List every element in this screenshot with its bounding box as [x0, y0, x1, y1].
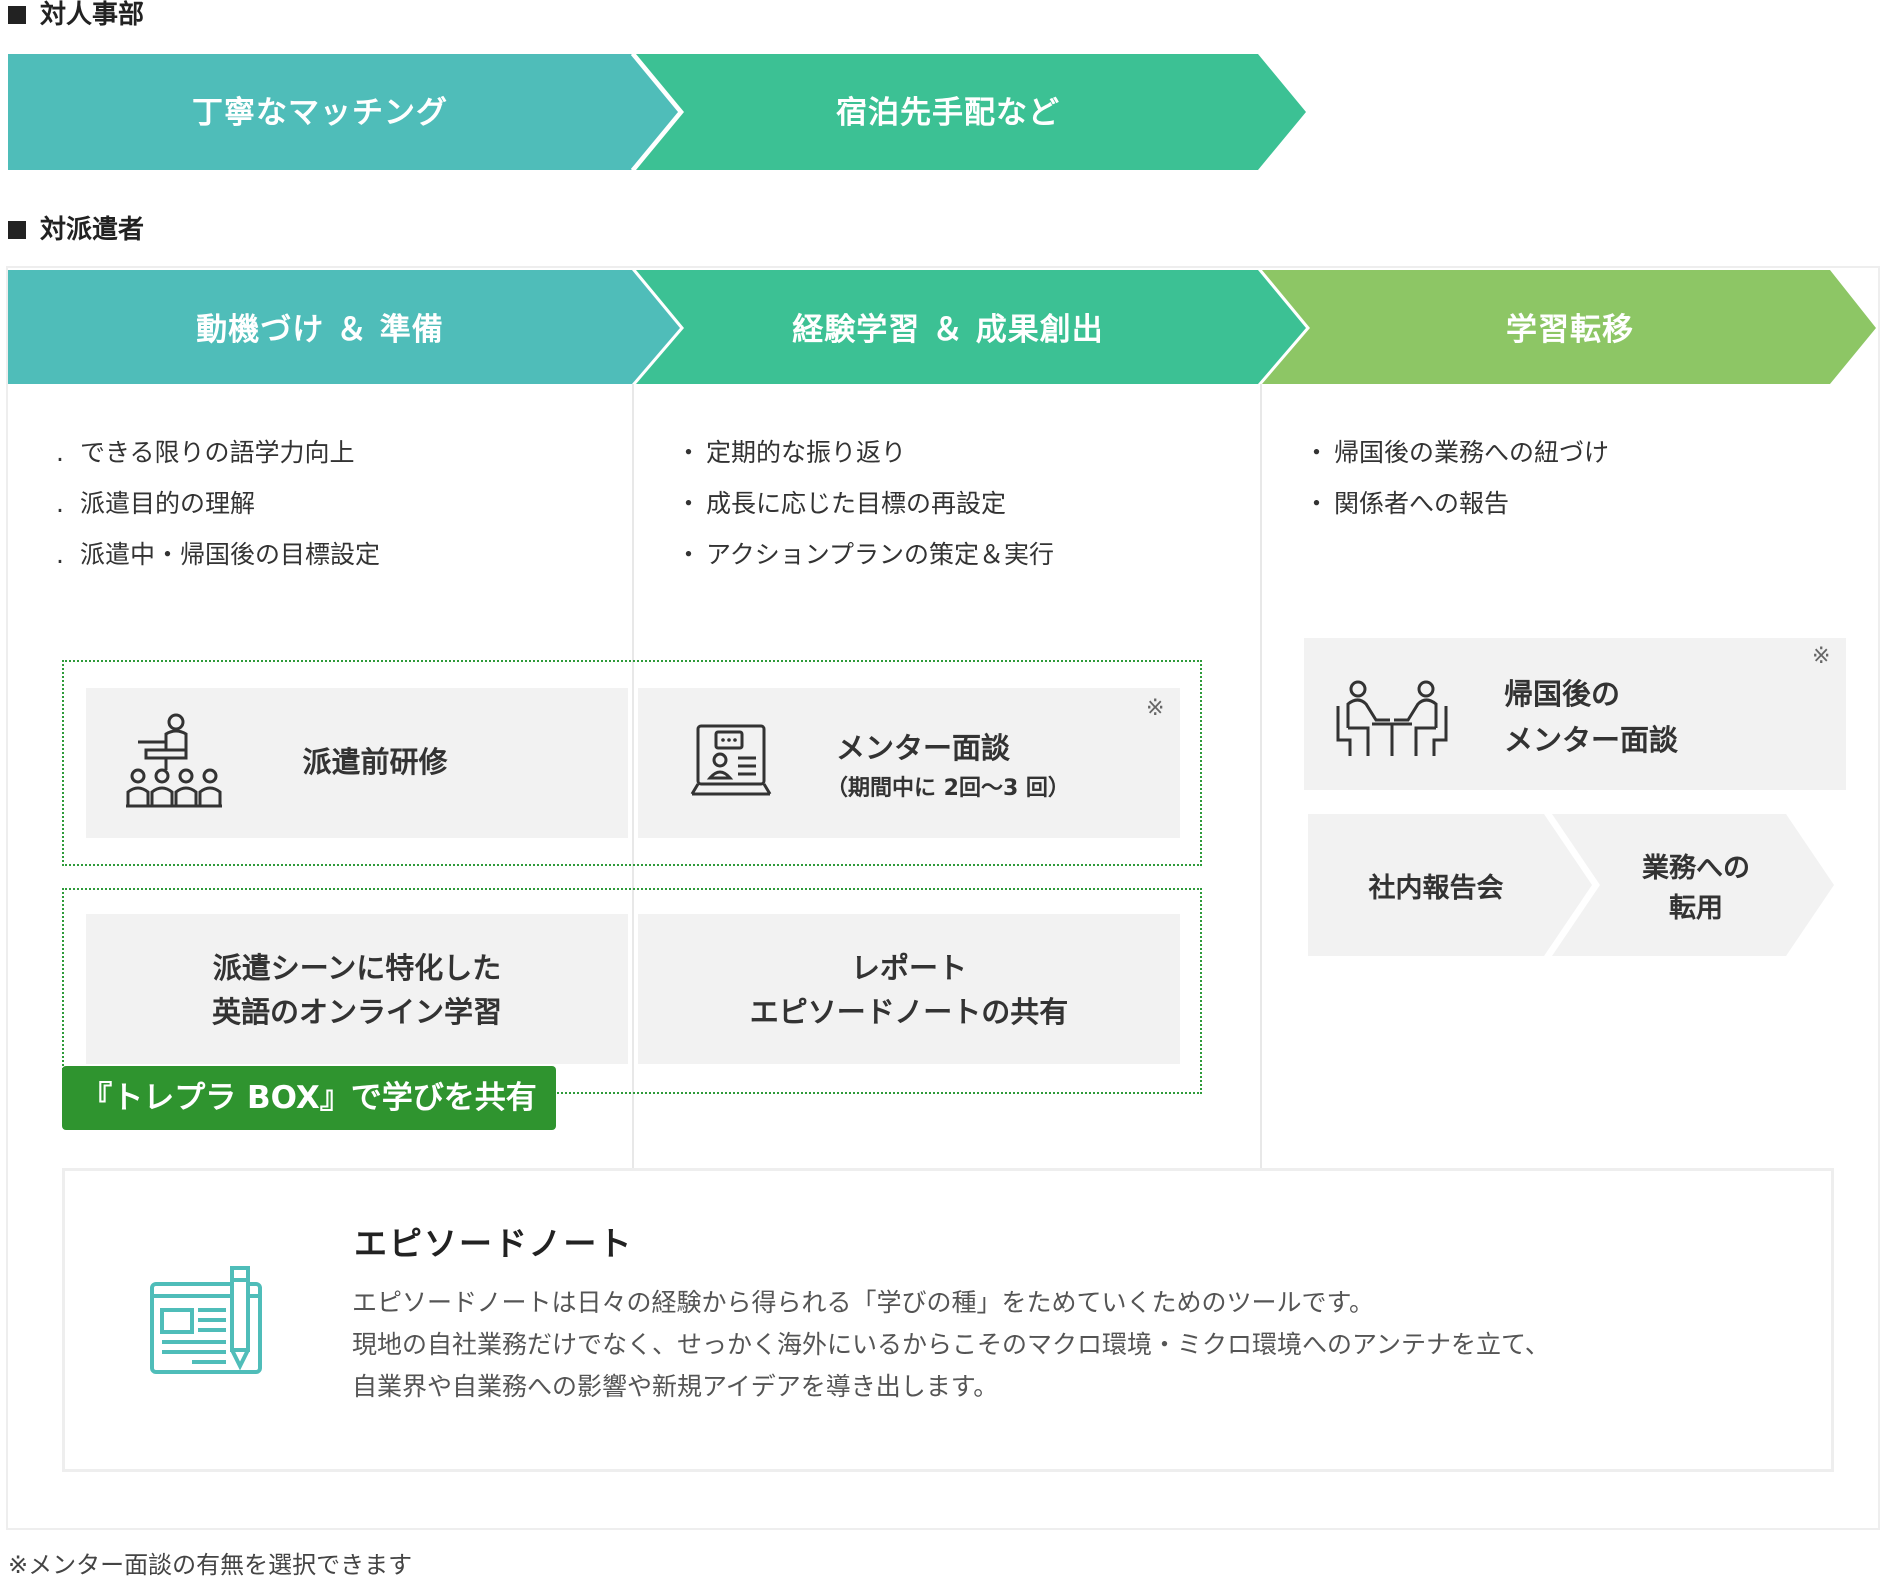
mentor-title: メンター面談	[836, 731, 1011, 765]
pre-training-title: 派遣前研修	[302, 745, 448, 779]
episode-note-box	[62, 1168, 1834, 1472]
notebook-pen-icon	[150, 1266, 262, 1374]
mentor-optional-mark: ※	[1146, 696, 1165, 721]
dotted-group-2	[62, 888, 1202, 1094]
dispatch-arrow-1	[8, 270, 680, 384]
trepla-box-label: 『トレプラ BOX』で学びを共有	[62, 1066, 556, 1130]
apply-arrow	[1552, 814, 1834, 956]
col1-bullet-1: .できる限りの語学力向上	[56, 438, 355, 467]
dispatch-arrow-1-label: 動機づけ ＆ 準備	[196, 312, 444, 348]
col3-bullet-2: ・関係者への報告	[1304, 489, 1510, 518]
staff-section-label: 対人事部	[8, 0, 144, 30]
dotted-group-1	[62, 660, 1202, 866]
dispatch-flow-arrows	[8, 270, 1876, 384]
lecture-icon	[126, 713, 222, 808]
column-divider-2	[1260, 384, 1262, 1168]
post-mentor-line1: 帰国後の	[1504, 677, 1621, 711]
staff-flow-arrows	[8, 53, 1306, 171]
face-to-face-icon	[1336, 680, 1448, 756]
episode-desc-line-3: 自業界や自業務への影響や新規アイデアを導き出します。	[352, 1372, 999, 1401]
mentor-sub: （期間中に 2回～3 回）	[826, 776, 1070, 801]
staff-arrow-2-label: 宿泊先手配など	[836, 95, 1060, 131]
col2-bullet-1: ・定期的な振り返り	[676, 438, 907, 467]
staff-section-text: 対人事部	[40, 0, 145, 30]
dispatch-section-label: 対派遣者	[8, 215, 144, 245]
column-divider-1	[632, 384, 634, 1168]
dispatch-section-text: 対派遣者	[40, 215, 145, 245]
dispatch-arrow-3-label: 学習転移	[1506, 312, 1634, 348]
internal-report-arrow	[1308, 814, 1592, 956]
col2-bullet-2: ・成長に応じた目標の再設定	[676, 489, 1007, 518]
episode-desc-line-2: 現地の自社業務だけでなく、せっかく海外にいるからこそのマクロ環境・ミクロ環境への…	[352, 1330, 1550, 1359]
internal-report-label: 社内報告会	[1368, 873, 1504, 904]
dispatch-arrow-3	[1262, 270, 1876, 384]
online-learning-line1: 派遣シーンに特化した	[212, 951, 502, 985]
post-mentor-box	[1304, 638, 1846, 790]
col3-bullet-1: ・帰国後の業務への紐づけ	[1304, 438, 1610, 467]
staff-arrow-1-label: 丁寧なマッチング	[192, 95, 448, 131]
post-mentor-optional-mark: ※	[1812, 644, 1831, 669]
report-line1: レポート	[850, 951, 967, 985]
square-bullet-icon	[8, 6, 26, 24]
online-learning-line2: 英語のオンライン学習	[211, 995, 502, 1029]
pre-training-box	[86, 688, 628, 838]
col1-bullet-3: .派遣中・帰国後の目標設定	[56, 540, 381, 569]
square-bullet-icon	[8, 221, 26, 239]
footnote: ※メンター面談の有無を選択できます	[8, 1551, 413, 1579]
staff-arrow-2	[636, 54, 1306, 170]
dispatch-frame	[6, 266, 1880, 1530]
online-meeting-icon	[690, 724, 772, 796]
report-box	[638, 914, 1180, 1064]
dispatch-arrow-2-label: 経験学習 ＆ 成果創出	[792, 312, 1104, 348]
mentor-box	[638, 688, 1180, 838]
staff-arrow-1	[8, 54, 680, 170]
col2-bullet-3: ・アクションプランの策定＆実行	[676, 540, 1055, 569]
apply-line2: 転用	[1669, 893, 1723, 924]
report-flow-arrows	[1308, 814, 1834, 956]
col1-bullet-2: .派遣目的の理解	[56, 489, 256, 518]
episode-title: エピソードノート	[354, 1224, 634, 1263]
apply-line1: 業務への	[1642, 853, 1750, 884]
online-learning-box	[86, 914, 628, 1064]
post-mentor-line2: メンター面談	[1504, 723, 1679, 757]
dispatch-arrow-2	[636, 270, 1306, 384]
report-line2: エピソードノートの共有	[749, 995, 1069, 1029]
episode-desc-line-1: エピソードノートは日々の経験から得られる「学びの種」をためていくためのツールです…	[352, 1288, 1375, 1317]
